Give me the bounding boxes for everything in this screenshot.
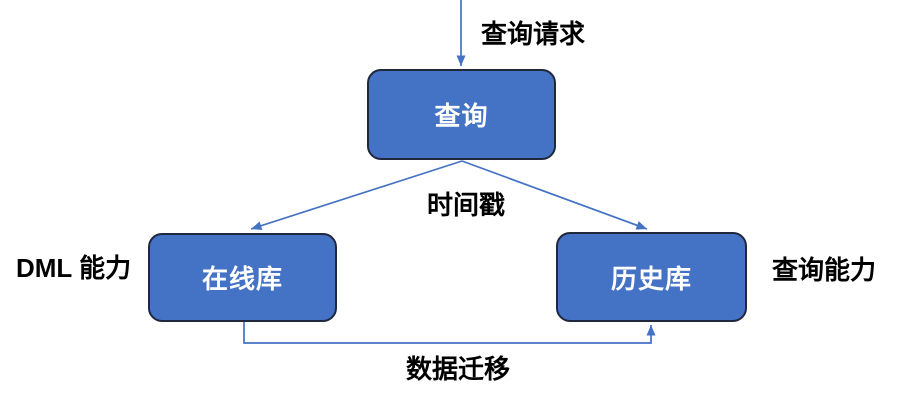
node-history-db-label: 历史库 — [610, 263, 692, 294]
label-query-capability: 查询能力 — [772, 255, 877, 285]
arrow-query-to-history-db — [461, 160, 648, 230]
label-query-request: 查询请求 — [481, 19, 586, 49]
label-timestamp: 时间戳 — [427, 190, 506, 220]
node-online-db-label: 在线库 — [201, 264, 283, 294]
node-online-db: 在线库 — [148, 233, 337, 322]
node-query: 查询 — [367, 69, 556, 160]
node-query-label: 查询 — [434, 101, 489, 131]
label-dml-capability: DML 能力 — [16, 253, 132, 283]
arrow-data-migration — [243, 322, 656, 344]
label-data-migration: 数据迁移 — [406, 354, 511, 384]
arrow-query-to-online-db — [250, 160, 463, 231]
node-history-db: 历史库 — [556, 232, 747, 322]
